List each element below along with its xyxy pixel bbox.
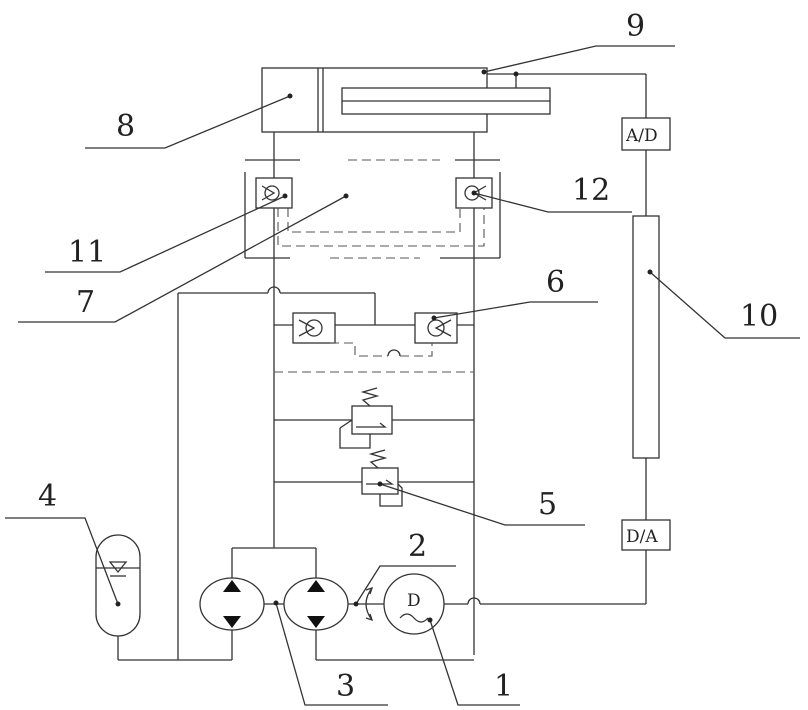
label-6: 6	[546, 265, 565, 300]
pump-left	[200, 578, 264, 630]
label-7: 7	[76, 285, 95, 320]
label-12: 12	[572, 173, 610, 208]
label-5: 5	[538, 487, 557, 522]
relief-valve-upper	[274, 388, 474, 448]
accumulator	[96, 535, 140, 636]
label-8: 8	[116, 109, 135, 144]
motor: D	[348, 574, 444, 634]
pump-right	[284, 578, 348, 630]
check-valve-pair-6	[274, 313, 474, 372]
label-3: 3	[336, 669, 355, 704]
label-2: 2	[408, 529, 427, 564]
label-9: 9	[626, 9, 645, 44]
adc-label: A/D	[625, 126, 658, 146]
controller	[633, 216, 659, 458]
leader-dots	[116, 70, 653, 623]
ad-converter: A/D	[622, 118, 670, 150]
check-valve-11	[256, 178, 292, 208]
relief-valve-lower	[274, 450, 474, 506]
valve-block	[245, 160, 500, 258]
label-1: 1	[494, 669, 513, 704]
dac-label: D/A	[626, 527, 658, 547]
hydraulic-cylinder	[262, 68, 550, 132]
label-10: 10	[740, 299, 778, 334]
label-4: 4	[38, 479, 57, 514]
label-11: 11	[68, 235, 106, 270]
motor-symbol: D	[407, 591, 421, 611]
da-converter: D/A	[622, 520, 670, 550]
